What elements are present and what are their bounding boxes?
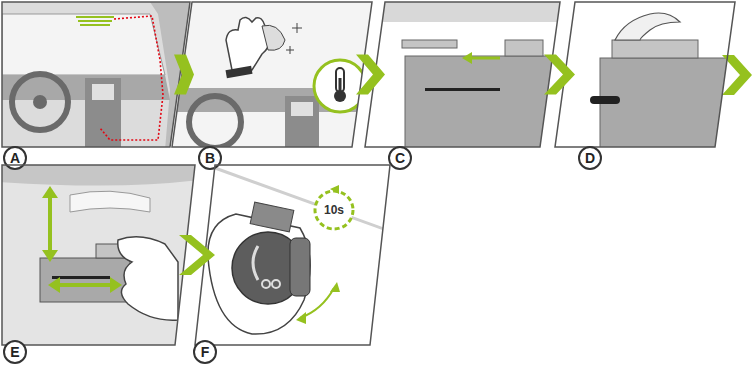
node-outline bbox=[2, 2, 190, 147]
camera-slot bbox=[590, 96, 620, 104]
camera-slot bbox=[425, 88, 500, 91]
camera-body bbox=[600, 58, 730, 151]
windshield-edge bbox=[360, 0, 565, 22]
windshield bbox=[0, 160, 200, 350]
node-outline bbox=[555, 2, 735, 147]
node-outline bbox=[2, 165, 195, 345]
step-letter: F bbox=[193, 340, 217, 364]
camera-mount bbox=[505, 40, 543, 56]
cleaning-scene bbox=[170, 0, 375, 151]
rear-mirror bbox=[70, 191, 150, 212]
timer-arrow-head bbox=[330, 185, 339, 194]
slide-arrow bbox=[470, 57, 500, 60]
panel-border bbox=[172, 2, 372, 147]
node-outline bbox=[172, 2, 372, 147]
chevron-shape bbox=[544, 55, 575, 95]
cuff bbox=[226, 66, 253, 78]
camera-button bbox=[262, 280, 270, 288]
position-arrows bbox=[42, 186, 122, 293]
node-outline bbox=[195, 165, 390, 345]
step-panel: A bbox=[2, 2, 190, 147]
adjust-arrow-head bbox=[330, 282, 340, 292]
timer-label: 10s bbox=[313, 189, 355, 231]
cloth bbox=[262, 25, 285, 50]
steering-wheel bbox=[189, 96, 241, 148]
step-panel: D bbox=[555, 2, 735, 147]
camera-detail bbox=[253, 246, 258, 280]
adjust-arrow-head bbox=[296, 312, 306, 324]
steering-wheel bbox=[12, 74, 68, 130]
camera-mount bbox=[612, 40, 698, 58]
panel-border bbox=[555, 2, 735, 147]
center-console bbox=[285, 96, 319, 151]
positioning-scene bbox=[0, 160, 200, 350]
peel-film-scene bbox=[550, 0, 740, 151]
step-panel: C bbox=[365, 2, 560, 147]
chevron-axis bbox=[544, 74, 575, 75]
windshield bbox=[2, 14, 165, 75]
thermometer-level bbox=[339, 78, 342, 94]
car-interior-scene bbox=[0, 0, 200, 150]
windshield bbox=[170, 0, 375, 150]
sparkles bbox=[286, 23, 302, 54]
camera-mount bbox=[250, 202, 294, 232]
console-screen bbox=[291, 102, 313, 116]
camera-slot bbox=[52, 276, 110, 279]
step-chevron bbox=[179, 235, 215, 275]
camera-body bbox=[40, 258, 130, 302]
slide-arrow-head bbox=[462, 52, 472, 64]
holding-hand bbox=[118, 237, 178, 320]
center-console bbox=[85, 78, 121, 148]
panel-border bbox=[365, 2, 560, 147]
cable-route bbox=[100, 16, 163, 140]
console-screen bbox=[92, 84, 114, 100]
step-chevron bbox=[356, 55, 385, 95]
panel-border bbox=[2, 2, 190, 147]
step-letter: C bbox=[388, 146, 412, 170]
mount-removal-scene bbox=[360, 0, 565, 151]
step-chevron bbox=[544, 55, 575, 95]
chevron-axis bbox=[356, 74, 385, 75]
panel-border bbox=[195, 165, 390, 345]
step-panel: F10s bbox=[195, 165, 390, 345]
step-letter: E bbox=[3, 340, 27, 364]
holding-hand bbox=[208, 214, 310, 334]
chevron-shape bbox=[356, 55, 385, 95]
camera-button bbox=[272, 280, 280, 288]
camera-side bbox=[290, 238, 310, 296]
background bbox=[190, 160, 395, 350]
press-scene bbox=[190, 160, 395, 350]
adhesive-plate bbox=[402, 40, 457, 48]
mount-zone bbox=[76, 17, 114, 25]
step-panel: B bbox=[172, 2, 372, 147]
roof-edge bbox=[0, 165, 200, 186]
chevron-shape bbox=[179, 235, 215, 275]
panel-border bbox=[2, 165, 195, 345]
background bbox=[550, 0, 740, 150]
timer-badge: 10s bbox=[313, 189, 355, 231]
chevron-shape bbox=[174, 55, 194, 95]
steering-hub bbox=[33, 95, 47, 109]
step-chevron bbox=[174, 55, 194, 95]
step-panel: E bbox=[2, 165, 195, 345]
chevron-axis bbox=[174, 74, 194, 75]
step-letter: D bbox=[578, 146, 602, 170]
chevron-axis bbox=[179, 255, 215, 256]
background bbox=[360, 0, 565, 150]
protective-film bbox=[615, 13, 680, 40]
background bbox=[0, 0, 200, 150]
node-outline bbox=[365, 2, 560, 147]
step-letter: A bbox=[3, 146, 27, 170]
step-letter: B bbox=[198, 146, 222, 170]
